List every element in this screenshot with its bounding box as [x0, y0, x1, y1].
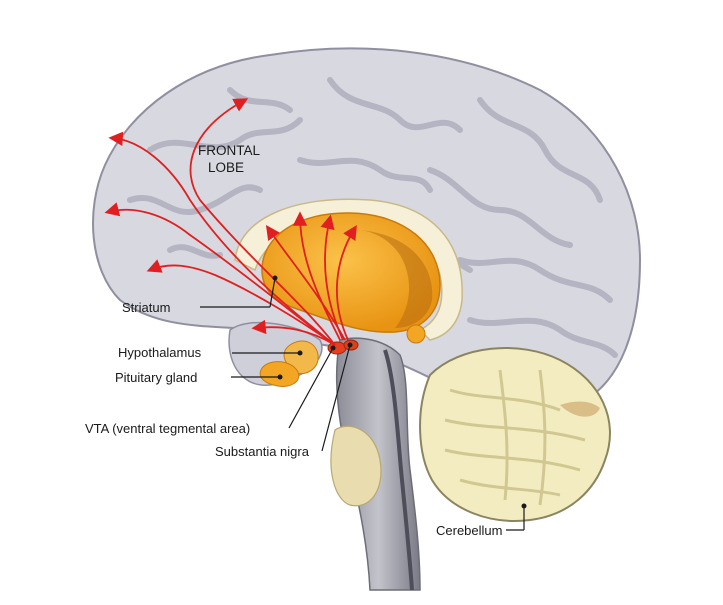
striatum-leader-angle — [269, 277, 276, 308]
fornix-node — [406, 324, 426, 344]
frontal-lobe-label-line2: LOBE — [208, 160, 244, 175]
leader-lines — [200, 277, 525, 531]
pituitary-gland — [259, 361, 300, 387]
vta-leader — [288, 347, 334, 429]
substantia-nigra-label: Substantia nigra — [215, 444, 310, 459]
cerebellum-label: Cerebellum — [436, 523, 502, 538]
pituitary-gland-label: Pituitary gland — [115, 370, 197, 385]
leader-dots — [272, 275, 527, 509]
frontal-lobe-label-line1: FRONTAL — [198, 143, 260, 158]
striatum-region — [261, 212, 441, 333]
brainstem — [330, 337, 421, 591]
vta-label: VTA (ventral tegmental area) — [85, 421, 250, 436]
hypothalamus-label: Hypothalamus — [118, 345, 202, 360]
dopamine-pathways — [104, 98, 357, 346]
hypothalamus-region — [228, 321, 323, 386]
striatum-label: Striatum — [122, 300, 170, 315]
cerebellum-region — [419, 347, 611, 522]
substantia-nigra-leader — [321, 344, 351, 452]
